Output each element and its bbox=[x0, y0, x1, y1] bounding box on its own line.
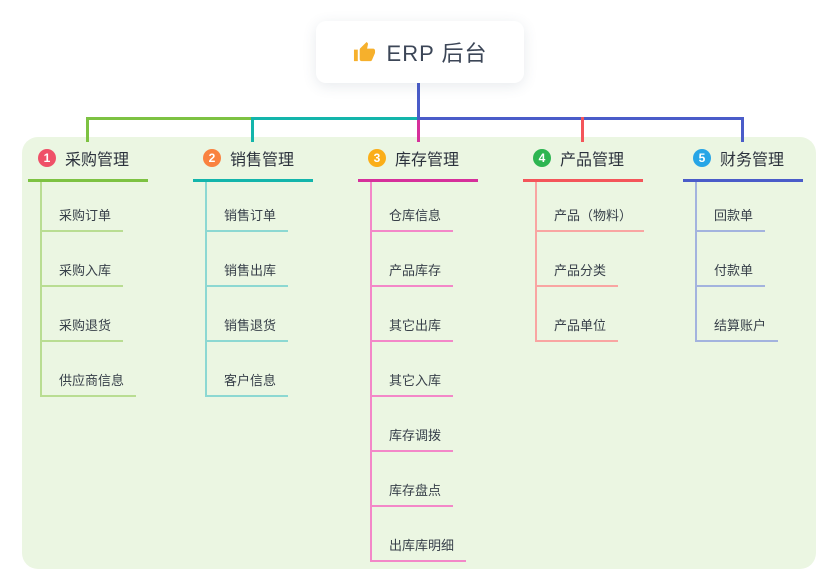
branch-3: 3 库存管理仓库信息产品库存其它出库其它入库库存调拨库存盘点出库库明细 bbox=[358, 146, 478, 562]
branch-label: 销售管理 bbox=[230, 152, 295, 169]
child-row: 供应商信息 bbox=[42, 342, 148, 397]
child-node[interactable]: 结算账户 bbox=[697, 315, 779, 342]
child-node[interactable]: 采购入库 bbox=[42, 260, 124, 287]
branch-number-badge: 1 bbox=[38, 149, 56, 167]
branch-label: 采购管理 bbox=[65, 152, 130, 169]
branch-node-1[interactable]: 1 采购管理 bbox=[28, 146, 148, 182]
child-row: 产品库存 bbox=[372, 232, 478, 287]
branch-node-5[interactable]: 5 财务管理 bbox=[683, 146, 803, 182]
root-node[interactable]: ERP 后台 bbox=[316, 21, 524, 83]
child-node[interactable]: 产品分类 bbox=[537, 260, 619, 287]
child-node[interactable]: 产品（物料） bbox=[537, 205, 645, 232]
child-row: 采购入库 bbox=[42, 232, 148, 287]
branch-children: 产品（物料） 产品分类产品单位 bbox=[535, 182, 645, 342]
child-node[interactable]: 仓库信息 bbox=[372, 205, 454, 232]
child-node[interactable]: 付款单 bbox=[697, 260, 766, 287]
child-node[interactable]: 库存调拨 bbox=[372, 425, 454, 452]
child-row: 产品分类 bbox=[537, 232, 643, 287]
child-row: 客户信息 bbox=[207, 342, 313, 397]
child-row: 结算账户 bbox=[697, 287, 803, 342]
child-row: 销售订单 bbox=[207, 182, 313, 232]
child-node[interactable]: 产品库存 bbox=[372, 260, 454, 287]
branch-1: 1 采购管理采购订单采购入库采购退货供应商信息 bbox=[28, 146, 148, 397]
branch-node-4[interactable]: 4 产品管理 bbox=[523, 146, 643, 182]
branch-label: 财务管理 bbox=[720, 152, 785, 169]
child-row: 其它出库 bbox=[372, 287, 478, 342]
connector-horizontal-mid bbox=[251, 117, 420, 120]
child-node[interactable]: 采购订单 bbox=[42, 205, 124, 232]
child-row: 仓库信息 bbox=[372, 182, 478, 232]
branch-2: 2 销售管理销售订单销售出库销售退货客户信息 bbox=[193, 146, 313, 397]
child-row: 采购订单 bbox=[42, 182, 148, 232]
branches-panel bbox=[22, 137, 816, 569]
connector-drop-4 bbox=[581, 117, 584, 142]
child-row: 销售退货 bbox=[207, 287, 313, 342]
branch-children: 仓库信息产品库存其它出库其它入库库存调拨库存盘点出库库明细 bbox=[370, 182, 478, 562]
child-row: 采购退货 bbox=[42, 287, 148, 342]
branch-node-3[interactable]: 3 库存管理 bbox=[358, 146, 478, 182]
branch-label: 库存管理 bbox=[395, 152, 460, 169]
child-row: 其它入库 bbox=[372, 342, 478, 397]
branch-number-badge: 3 bbox=[368, 149, 386, 167]
child-node[interactable]: 供应商信息 bbox=[42, 370, 137, 397]
connector-drop-2 bbox=[251, 117, 254, 142]
child-row: 库存调拨 bbox=[372, 397, 478, 452]
branch-5: 5 财务管理回款单付款单结算账户 bbox=[683, 146, 803, 342]
child-node[interactable]: 客户信息 bbox=[207, 370, 289, 397]
child-row: 产品单位 bbox=[537, 287, 643, 342]
child-node[interactable]: 销售订单 bbox=[207, 205, 289, 232]
child-node[interactable]: 其它入库 bbox=[372, 370, 454, 397]
connector-drop-3 bbox=[417, 120, 420, 142]
branch-number-badge: 5 bbox=[693, 149, 711, 167]
child-node[interactable]: 销售出库 bbox=[207, 260, 289, 287]
child-row: 库存盘点 bbox=[372, 452, 478, 507]
child-row: 付款单 bbox=[697, 232, 803, 287]
child-node[interactable]: 其它出库 bbox=[372, 315, 454, 342]
child-row: 产品（物料） bbox=[537, 182, 645, 232]
child-node[interactable]: 采购退货 bbox=[42, 315, 124, 342]
branch-node-2[interactable]: 2 销售管理 bbox=[193, 146, 313, 182]
child-row: 销售出库 bbox=[207, 232, 313, 287]
child-node[interactable]: 回款单 bbox=[697, 205, 766, 232]
branch-number-badge: 4 bbox=[533, 149, 551, 167]
root-stem bbox=[417, 83, 420, 120]
branch-number-badge: 2 bbox=[203, 149, 221, 167]
child-row: 出库库明细 bbox=[372, 507, 478, 562]
branch-4: 4 产品管理产品（物料） 产品分类产品单位 bbox=[523, 146, 645, 342]
child-row: 回款单 bbox=[697, 182, 803, 232]
root-title: ERP 后台 bbox=[386, 41, 488, 66]
child-node[interactable]: 出库库明细 bbox=[372, 535, 467, 562]
connector-drop-5 bbox=[741, 117, 744, 142]
connector-drop-1 bbox=[86, 117, 89, 142]
connector-horizontal-right bbox=[417, 117, 744, 120]
thumbs-up-icon bbox=[353, 41, 375, 61]
branch-children: 销售订单销售出库销售退货客户信息 bbox=[205, 182, 313, 397]
child-node[interactable]: 产品单位 bbox=[537, 315, 619, 342]
child-node[interactable]: 销售退货 bbox=[207, 315, 289, 342]
branch-label: 产品管理 bbox=[560, 152, 625, 169]
branch-children: 采购订单采购入库采购退货供应商信息 bbox=[40, 182, 148, 397]
child-node[interactable]: 库存盘点 bbox=[372, 480, 454, 507]
connector-horizontal-left bbox=[86, 117, 253, 120]
branch-children: 回款单付款单结算账户 bbox=[695, 182, 803, 342]
